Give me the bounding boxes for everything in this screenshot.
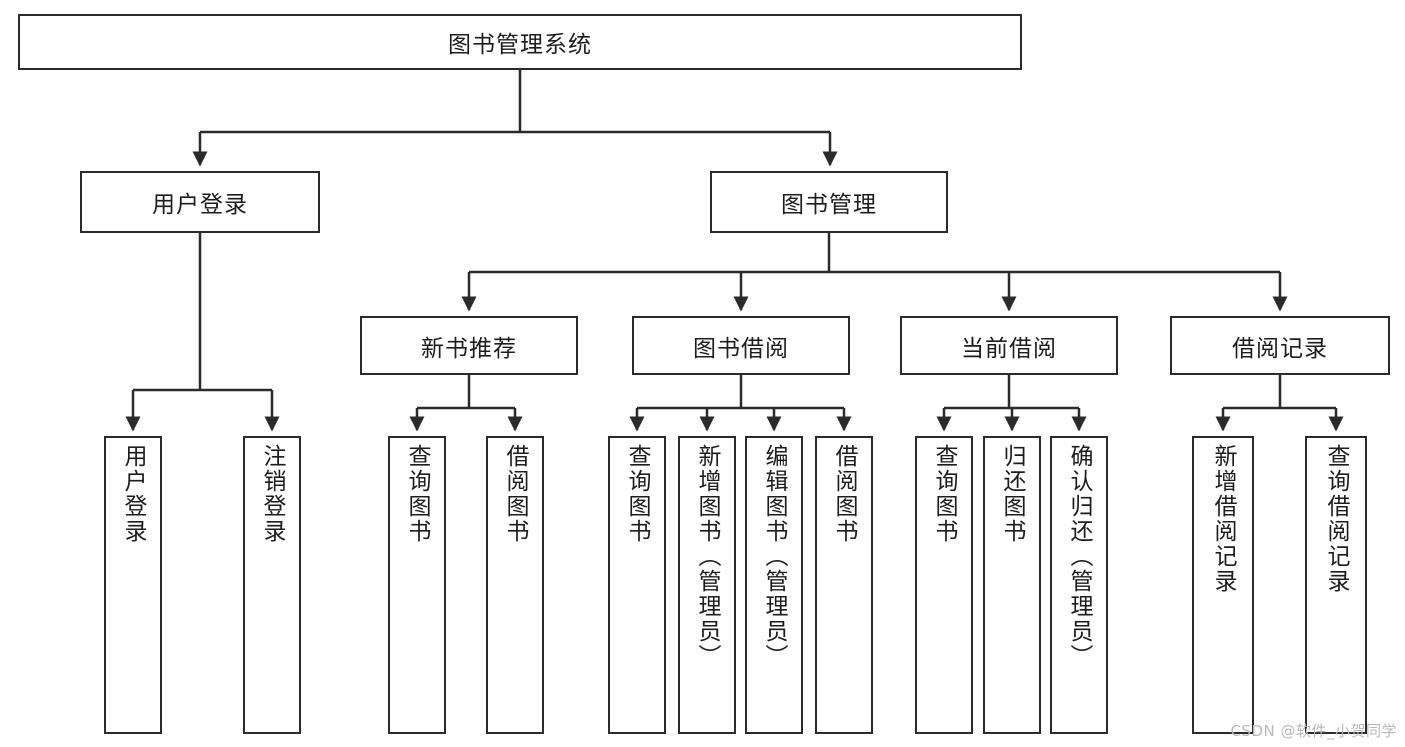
node-current-borrowing[interactable]: 当前借阅 bbox=[900, 316, 1118, 375]
node-leaf-edit-book-admin[interactable]: 编辑图书（管理员） bbox=[745, 436, 803, 734]
node-label: 当前借阅 bbox=[961, 335, 1057, 362]
node-new-book-recommendation[interactable]: 新书推荐 bbox=[360, 316, 578, 375]
node-book-management-system[interactable]: 图书管理系统 bbox=[18, 14, 1022, 70]
node-label: 查询借阅记录 bbox=[1323, 444, 1350, 594]
node-label: 图书管理系统 bbox=[448, 32, 592, 58]
node-borrowing-record[interactable]: 借阅记录 bbox=[1170, 316, 1390, 375]
node-leaf-query-book-recommendation[interactable]: 查询图书 bbox=[388, 436, 446, 734]
node-leaf-query-book-current[interactable]: 查询图书 bbox=[915, 436, 973, 734]
node-leaf-borrow-book-borrowing[interactable]: 借阅图书 bbox=[815, 436, 873, 734]
node-label: 借阅图书 bbox=[831, 444, 858, 544]
node-label: 图书借阅 bbox=[693, 335, 789, 362]
node-book-management[interactable]: 图书管理 bbox=[710, 171, 948, 233]
node-label: 编辑图书（管理员） bbox=[761, 444, 788, 669]
node-label: 借阅记录 bbox=[1232, 335, 1328, 362]
node-user-login[interactable]: 用户登录 bbox=[80, 171, 320, 233]
node-label: 新增图书（管理员） bbox=[694, 444, 721, 669]
node-leaf-return-book[interactable]: 归还图书 bbox=[983, 436, 1041, 734]
node-leaf-user-login[interactable]: 用户登录 bbox=[104, 436, 162, 734]
node-label: 查询图书 bbox=[624, 444, 651, 544]
node-leaf-query-borrow-record[interactable]: 查询借阅记录 bbox=[1305, 436, 1367, 734]
node-leaf-add-book-admin[interactable]: 新增图书（管理员） bbox=[678, 436, 736, 734]
csdn-watermark: CSDN @软件_小贺同学 bbox=[1230, 722, 1397, 740]
node-label: 查询图书 bbox=[404, 444, 431, 544]
node-leaf-query-book-borrowing[interactable]: 查询图书 bbox=[608, 436, 666, 734]
node-label: 归还图书 bbox=[999, 444, 1026, 544]
node-leaf-add-borrow-record[interactable]: 新增借阅记录 bbox=[1192, 436, 1254, 734]
node-label: 借阅图书 bbox=[502, 444, 529, 544]
node-leaf-logout[interactable]: 注销登录 bbox=[243, 436, 301, 734]
node-book-borrowing[interactable]: 图书借阅 bbox=[632, 316, 850, 375]
node-label: 新书推荐 bbox=[421, 335, 517, 362]
node-label: 新增借阅记录 bbox=[1210, 444, 1237, 594]
node-label: 图书管理 bbox=[781, 192, 877, 218]
node-leaf-confirm-return-admin[interactable]: 确认归还（管理员） bbox=[1050, 436, 1108, 734]
node-label: 用户登录 bbox=[120, 444, 147, 544]
node-label: 注销登录 bbox=[259, 444, 286, 544]
node-label: 确认归还（管理员） bbox=[1066, 444, 1093, 669]
node-label: 用户登录 bbox=[152, 192, 248, 218]
node-label: 查询图书 bbox=[931, 444, 958, 544]
node-leaf-borrow-book-recommendation[interactable]: 借阅图书 bbox=[486, 436, 544, 734]
